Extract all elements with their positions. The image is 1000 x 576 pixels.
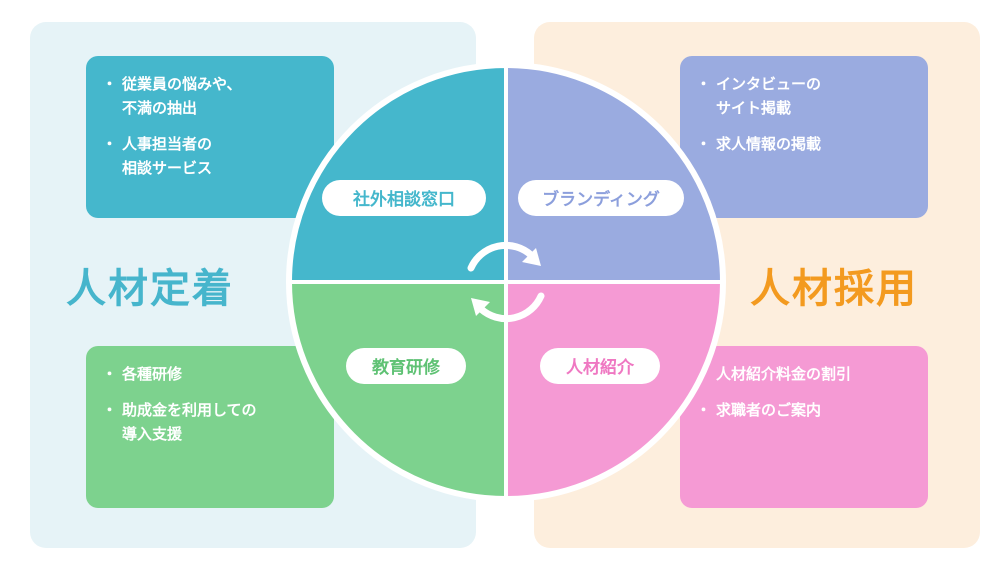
label-top-right: ブランディング — [542, 189, 660, 210]
quadrant-top-left — [287, 63, 508, 284]
staffing-card: 人材紹介料金の割引 求職者のご案内 — [680, 346, 928, 508]
quadrant-bottom-right — [504, 280, 725, 501]
training-card: 各種研修 助成金を利用しての 導入支援 — [86, 346, 334, 508]
label-bottom-right: 人材紹介 — [566, 357, 635, 378]
pill-top-right — [518, 180, 684, 216]
pill-bottom-right — [540, 348, 660, 384]
recruitment-title: 人材採用 — [750, 266, 918, 312]
list-item: 人事担当者の 相談サービス — [102, 132, 316, 180]
list-item: 求職者のご案内 — [696, 398, 910, 422]
label-bottom-left: 教育研修 — [371, 357, 441, 378]
branding-card: インタビューの サイト掲載 求人情報の掲載 — [680, 56, 928, 218]
list-item: 助成金を利用しての 導入支援 — [102, 398, 316, 446]
list-item: 各種研修 — [102, 362, 316, 386]
label-top-left: 社外相談窓口 — [352, 189, 455, 210]
cycle-arrows-icon — [467, 241, 545, 323]
list-item: インタビューの サイト掲載 — [696, 72, 910, 120]
retention-title: 人材定着 — [66, 266, 234, 312]
pill-top-left — [322, 180, 486, 216]
pill-bottom-left — [346, 348, 466, 384]
quadrant-top-right — [504, 63, 725, 284]
consultation-card: 従業員の悩みや、 不満の抽出 人事担当者の 相談サービス — [86, 56, 334, 218]
list-item: 従業員の悩みや、 不満の抽出 — [102, 72, 316, 120]
list-item: 求人情報の掲載 — [696, 132, 910, 156]
quadrant-bottom-left — [287, 280, 508, 501]
